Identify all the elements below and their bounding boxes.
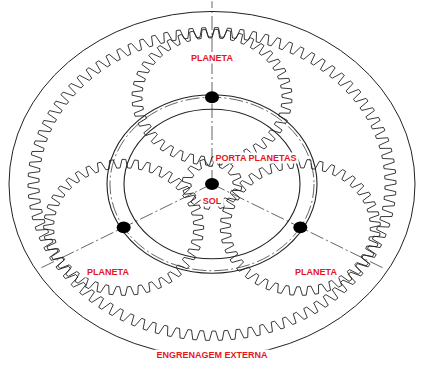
carrier-outline (124, 109, 300, 259)
part-label: PORTA PLANETAS (214, 153, 299, 164)
part-label: PLANETA (189, 53, 235, 64)
part-label: SOL (201, 196, 224, 207)
planet-gear-teeth (132, 29, 292, 165)
axle-dot (205, 178, 219, 190)
part-label: ENGRENAGEM EXTERNA (154, 350, 269, 361)
part-label: PLANETA (85, 267, 131, 278)
planet-gear-teeth (220, 159, 380, 295)
ring-gear-teeth (28, 28, 396, 341)
axle-dot (293, 221, 307, 233)
carrier-outline (107, 95, 317, 274)
axle-dot (205, 91, 219, 103)
sun-gear-teeth (182, 159, 242, 210)
gear-set (9, 1, 415, 356)
planet-gear-teeth (44, 159, 204, 295)
axle-dot (117, 221, 131, 233)
ring-gear-outline (9, 11, 415, 356)
part-label: PLANETA (293, 267, 339, 278)
